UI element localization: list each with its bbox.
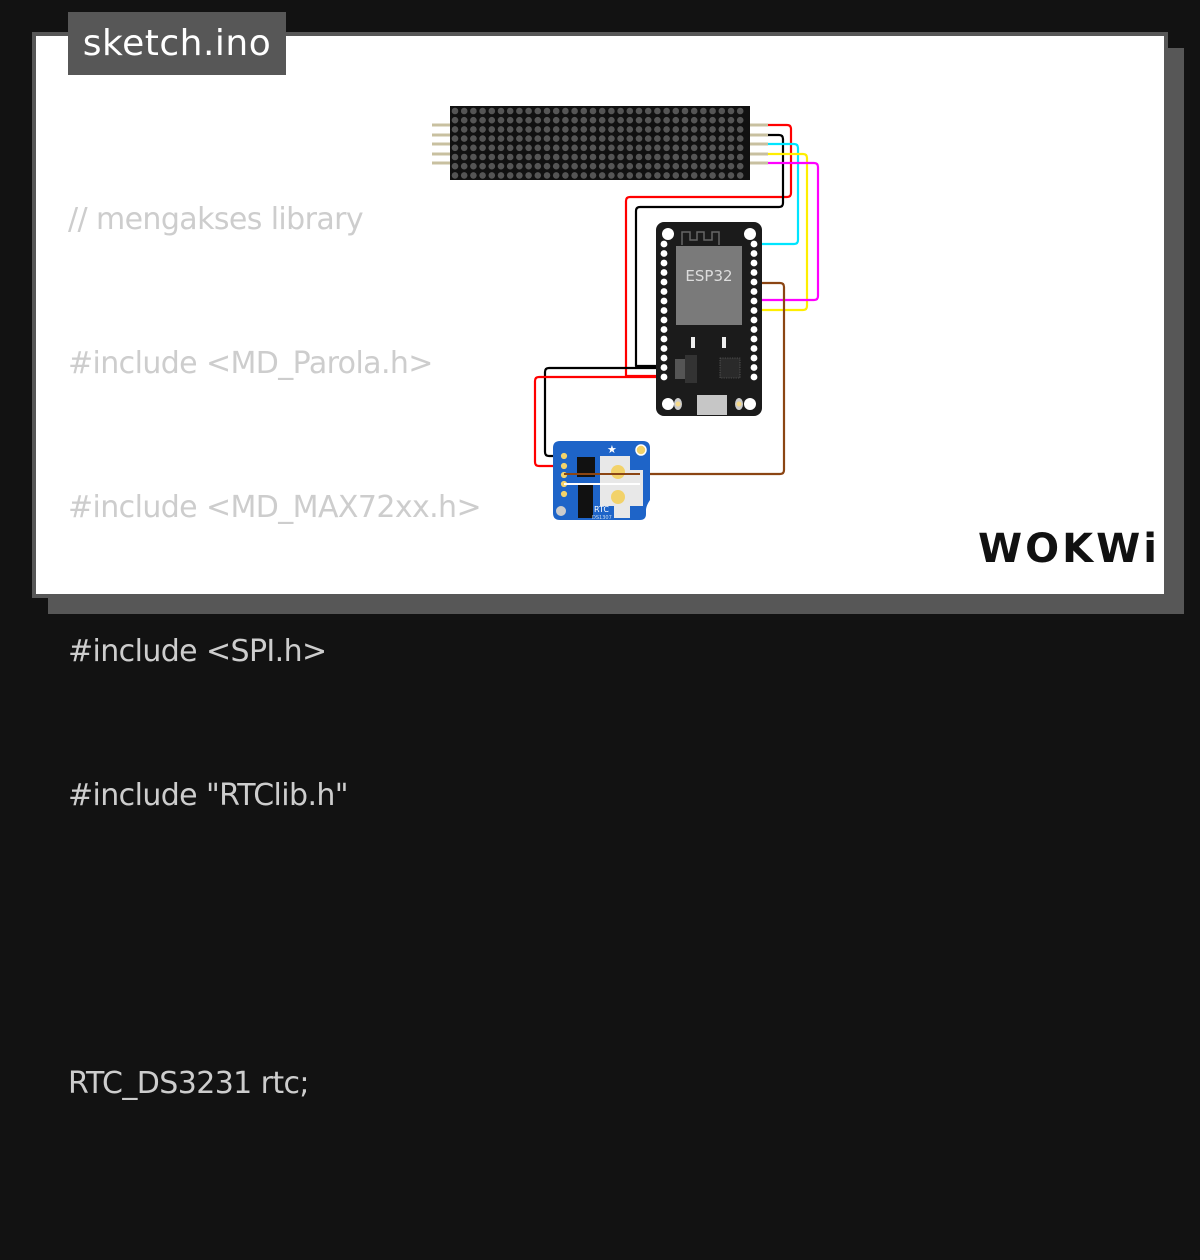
file-tab[interactable]: sketch.ino xyxy=(68,12,286,75)
code-line: // mengakses library xyxy=(68,202,364,237)
rtc-label: RTC xyxy=(594,505,609,514)
code-line: #include <MD_MAX72xx.h> xyxy=(68,490,482,525)
esp32-label: ESP32 xyxy=(685,267,732,285)
code-line: #include <SPI.h> xyxy=(68,634,327,669)
rtc-chip-label: DS1307 xyxy=(592,515,612,521)
code-line xyxy=(68,1204,861,1252)
wokwi-logo: WOKWi xyxy=(978,526,1160,572)
code-line: #include <MD_Parola.h> xyxy=(68,346,433,381)
wires xyxy=(533,123,820,476)
star-icon: ★ xyxy=(607,443,617,456)
led-matrix[interactable] xyxy=(432,106,768,180)
code-line xyxy=(68,916,861,964)
code-line: RTC_DS3231 rtc; xyxy=(68,1066,310,1101)
circuit-diagram: ESP32 ★ RTC DS1307 xyxy=(432,106,820,521)
esp32-board[interactable]: ESP32 xyxy=(656,222,762,416)
rtc-module[interactable]: ★ RTC DS1307 xyxy=(553,441,650,521)
code-line: #include "RTClib.h" xyxy=(68,778,349,813)
